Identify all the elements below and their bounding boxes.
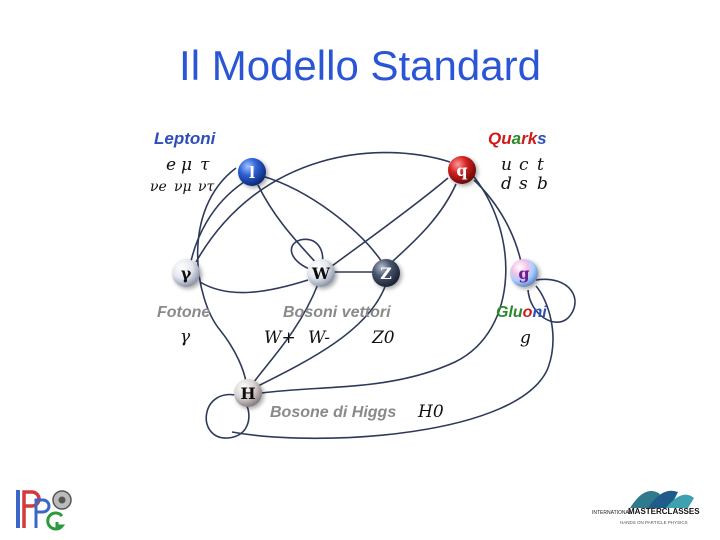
bosoni-label: Bosoni vettori (283, 304, 391, 321)
boson-w-plus: W+ (264, 328, 296, 348)
w-node: W (307, 259, 335, 287)
lepton-mu: μ (181, 155, 192, 175)
quarks-label-part-4: s (537, 129, 546, 148)
fotone-label: Fotone (157, 304, 210, 321)
quark-t: t (537, 155, 544, 175)
lepton-tau: τ (200, 155, 210, 175)
gluoni-label-part-1: Glu (496, 304, 523, 321)
w-node-label: W (311, 264, 331, 283)
logo-line-2: MASTERCLASSES (628, 507, 700, 516)
boson-w-minus: W- (308, 328, 330, 348)
gluon-node-label: g (518, 264, 529, 283)
higgs-node-label: H (240, 384, 255, 403)
logo-line-1: INTERNATIONAL (592, 510, 632, 516)
page-title: Il Modello Standard (179, 42, 541, 89)
quark-node-label: q (456, 161, 467, 180)
gluoni-label-part-2: o (523, 304, 533, 321)
z-node: Z (372, 259, 400, 287)
quarks-label-part-1: Qu (488, 129, 512, 148)
photon-node-label: γ (181, 264, 192, 283)
logo-line-3: HANDS ON PARTICLE PHYSICS (620, 520, 688, 525)
lepton-nu-mu: νμ (174, 179, 192, 195)
ippog-logo-graphic (16, 490, 72, 531)
higgs-symbol: H0 (417, 402, 444, 422)
lepton-nu-e: νe (150, 179, 167, 195)
gluon-node: g (510, 259, 538, 287)
quarks-label: Quarks (488, 129, 547, 148)
quark-b: b (537, 174, 548, 194)
interaction-lines (189, 151, 576, 440)
lepton-e: e (166, 155, 176, 175)
z-node-label: Z (380, 264, 392, 283)
photon-node: γ (172, 259, 200, 287)
gluoni-label: Gluoni (496, 304, 547, 321)
gluon-symbol: g (520, 328, 531, 348)
quark-d: d (501, 174, 512, 194)
leptoni-label: Leptoni (154, 129, 217, 148)
masterclasses-logo-graphic: INTERNATIONAL MASTERCLASSES HANDS ON PAR… (592, 490, 700, 525)
higgs-label: Bosone di Higgs (270, 404, 396, 421)
boson-z0: Z0 (371, 328, 395, 348)
quark-u: u (501, 155, 512, 175)
higgs-node: H (234, 379, 262, 407)
quarks-label-part-2: a (512, 129, 521, 148)
masterclasses-logo: INTERNATIONAL MASTERCLASSES HANDS ON PAR… (590, 484, 710, 537)
ippog-logo (14, 486, 78, 537)
quarks-label-part-3: rk (521, 129, 539, 148)
lepton-node-label: l (249, 163, 255, 182)
quark-c: c (519, 155, 529, 175)
lepton-node: l (238, 158, 266, 186)
lepton-nu-tau: ντ (198, 179, 215, 195)
photon-symbol: γ (180, 327, 191, 347)
quark-s: s (519, 174, 528, 194)
gluoni-label-part-3: ni (532, 304, 547, 321)
quark-node: q (448, 156, 476, 184)
